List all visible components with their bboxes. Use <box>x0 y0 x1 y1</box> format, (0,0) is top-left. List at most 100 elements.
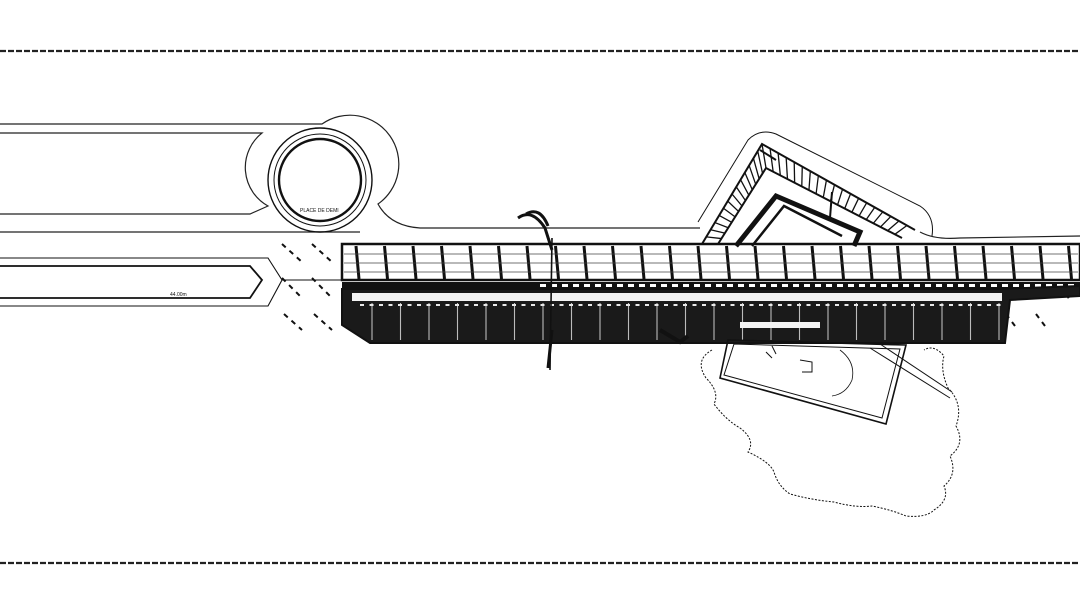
rail-light <box>551 284 557 287</box>
rail-light <box>903 284 909 287</box>
turning-circle-island <box>277 137 363 223</box>
wing-mullion <box>769 148 774 172</box>
wing-mullions <box>702 143 908 245</box>
lower-window <box>360 304 364 306</box>
rail-light <box>837 284 843 287</box>
wing-mullion <box>739 179 750 196</box>
rail-light <box>738 284 744 287</box>
lower-hall-bays <box>360 303 1001 340</box>
hall-rib <box>839 245 845 280</box>
rail-light <box>914 284 920 287</box>
wing-mullion <box>808 171 811 191</box>
lower-window <box>540 304 545 306</box>
rail-light <box>727 284 733 287</box>
hall-rib <box>611 245 617 280</box>
rail-light <box>716 284 722 287</box>
rail-light <box>1046 284 1052 287</box>
rail-light <box>573 284 579 287</box>
hall-rib <box>582 245 589 280</box>
lower-window <box>977 304 982 306</box>
wing-mullion <box>761 143 767 169</box>
wing-mullion <box>865 206 876 220</box>
lower-window <box>730 304 735 306</box>
wing-mullion <box>822 180 828 198</box>
section-mark <box>283 313 303 331</box>
wing-core <box>734 192 864 248</box>
rail-light <box>870 284 876 287</box>
lower-window <box>854 304 858 306</box>
lower-window <box>683 304 687 306</box>
rail-light <box>804 284 810 287</box>
lower-window <box>892 304 896 306</box>
rail-light <box>595 284 601 287</box>
forecourt-inner <box>723 343 901 419</box>
lower-window <box>645 304 649 306</box>
rail-light <box>859 284 865 287</box>
lower-window <box>379 304 383 306</box>
section-mark <box>313 313 333 331</box>
rail-light <box>980 284 986 287</box>
rail-light <box>562 284 568 287</box>
wing-mullion <box>744 172 753 190</box>
forecourt-detail <box>765 345 813 373</box>
wing-mullion <box>777 152 781 176</box>
rail-light <box>628 284 634 287</box>
lower-window <box>407 304 412 306</box>
rail-light <box>617 284 623 287</box>
lower-window <box>930 304 934 306</box>
lower-window <box>968 304 972 306</box>
lower-window <box>901 304 906 306</box>
rail-light <box>661 284 667 287</box>
basin-inner <box>0 265 264 299</box>
rail-light <box>958 284 964 287</box>
lower-window <box>426 304 431 306</box>
hall-rib <box>810 245 817 280</box>
lower-window <box>512 304 516 306</box>
wing-core-inner <box>751 204 843 247</box>
sheet-border <box>0 49 1080 565</box>
lower-window <box>616 304 621 306</box>
rail-light <box>782 284 788 287</box>
turning-circle-ring <box>273 133 367 227</box>
hall-rib <box>696 245 703 280</box>
wing-mullion <box>829 184 836 202</box>
lower-window <box>578 304 583 306</box>
lower-window <box>825 304 830 306</box>
lower-window <box>588 304 592 306</box>
rail-light <box>639 284 645 287</box>
hall-rib <box>411 245 418 280</box>
lower-window <box>797 304 801 306</box>
wing-mullion <box>735 186 746 201</box>
hall-rib <box>497 245 503 280</box>
lower-hall-band <box>740 322 820 328</box>
wing-mullion <box>887 220 900 232</box>
access-road <box>0 114 1080 239</box>
lower-window <box>749 304 754 306</box>
rail-light <box>881 284 887 287</box>
wing-mullion <box>851 198 860 213</box>
lower-window <box>958 304 963 306</box>
lower-window <box>607 304 611 306</box>
turning-circle <box>267 127 373 233</box>
lower-window <box>778 304 782 306</box>
lower-window <box>702 304 706 306</box>
wing-site-outline <box>697 131 933 237</box>
rail-light <box>705 284 711 287</box>
hall-rib <box>440 245 446 280</box>
hall-rib <box>1010 245 1016 280</box>
hall-rib <box>981 245 988 280</box>
lower-window <box>911 304 915 306</box>
wing-mullion <box>752 158 760 180</box>
wing-mullion <box>710 229 726 234</box>
section-mark <box>311 277 331 297</box>
lower-window <box>626 304 630 306</box>
rail-light <box>672 284 678 287</box>
wing-mullion <box>757 151 764 174</box>
hall-rib <box>953 245 959 280</box>
rail-light <box>760 284 766 287</box>
hall-rib <box>383 245 389 280</box>
hall-rib <box>753 245 760 280</box>
hall-rib <box>554 245 560 280</box>
lower-window <box>759 304 763 306</box>
